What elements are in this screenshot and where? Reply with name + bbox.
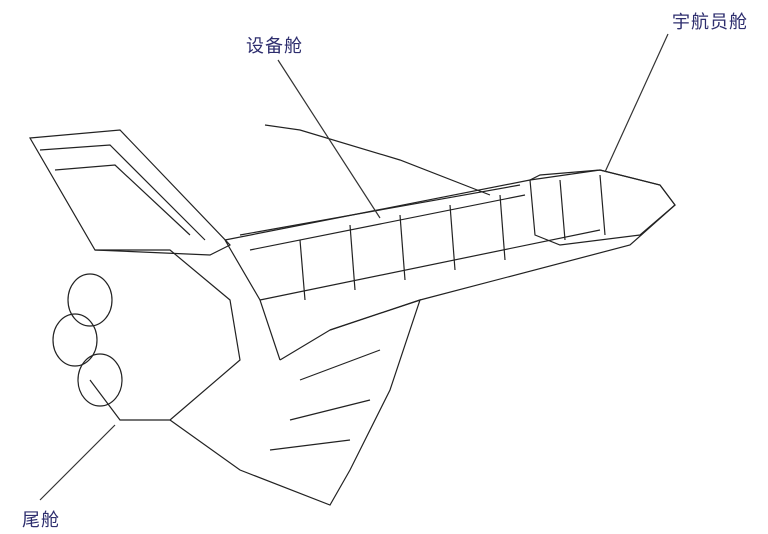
aft-section [89,249,241,421]
label-crew-cabin: 宇航员舱 [672,12,748,33]
label-tail-section: 尾舱 [22,510,60,531]
crew-cabin [529,169,676,246]
label-equipment-bay: 设备舱 [246,36,303,57]
wing [169,299,421,506]
fuselage-top [224,169,676,331]
engine-2 [52,313,98,367]
tail-fin [29,129,231,256]
engine-3 [77,353,123,407]
engine-1 [67,273,113,327]
